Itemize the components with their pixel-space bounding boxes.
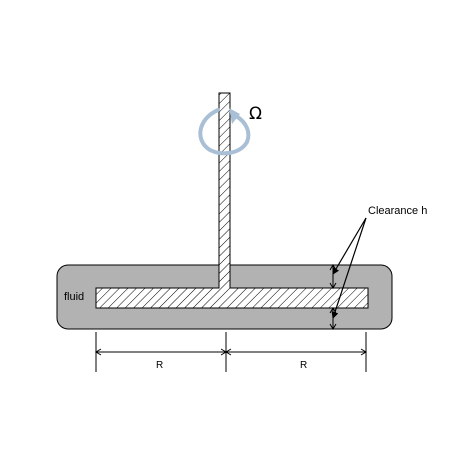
rotating-disk-shaft [95, 92, 369, 309]
clearance-label: Clearance h [368, 205, 427, 217]
fluid-label: fluid [64, 291, 84, 303]
radius-right-label: R [300, 360, 307, 371]
radius-dimensions [95, 332, 367, 372]
radius-left-label: R [156, 360, 163, 371]
clearance-top-dimension [329, 264, 337, 289]
clearance-leader-top [332, 217, 367, 275]
clearance-leader-bottom [331, 217, 367, 319]
clearance-bottom-dimension [329, 307, 337, 330]
omega-label: Ω [249, 104, 262, 124]
rotation-arrow-icon [198, 108, 251, 156]
